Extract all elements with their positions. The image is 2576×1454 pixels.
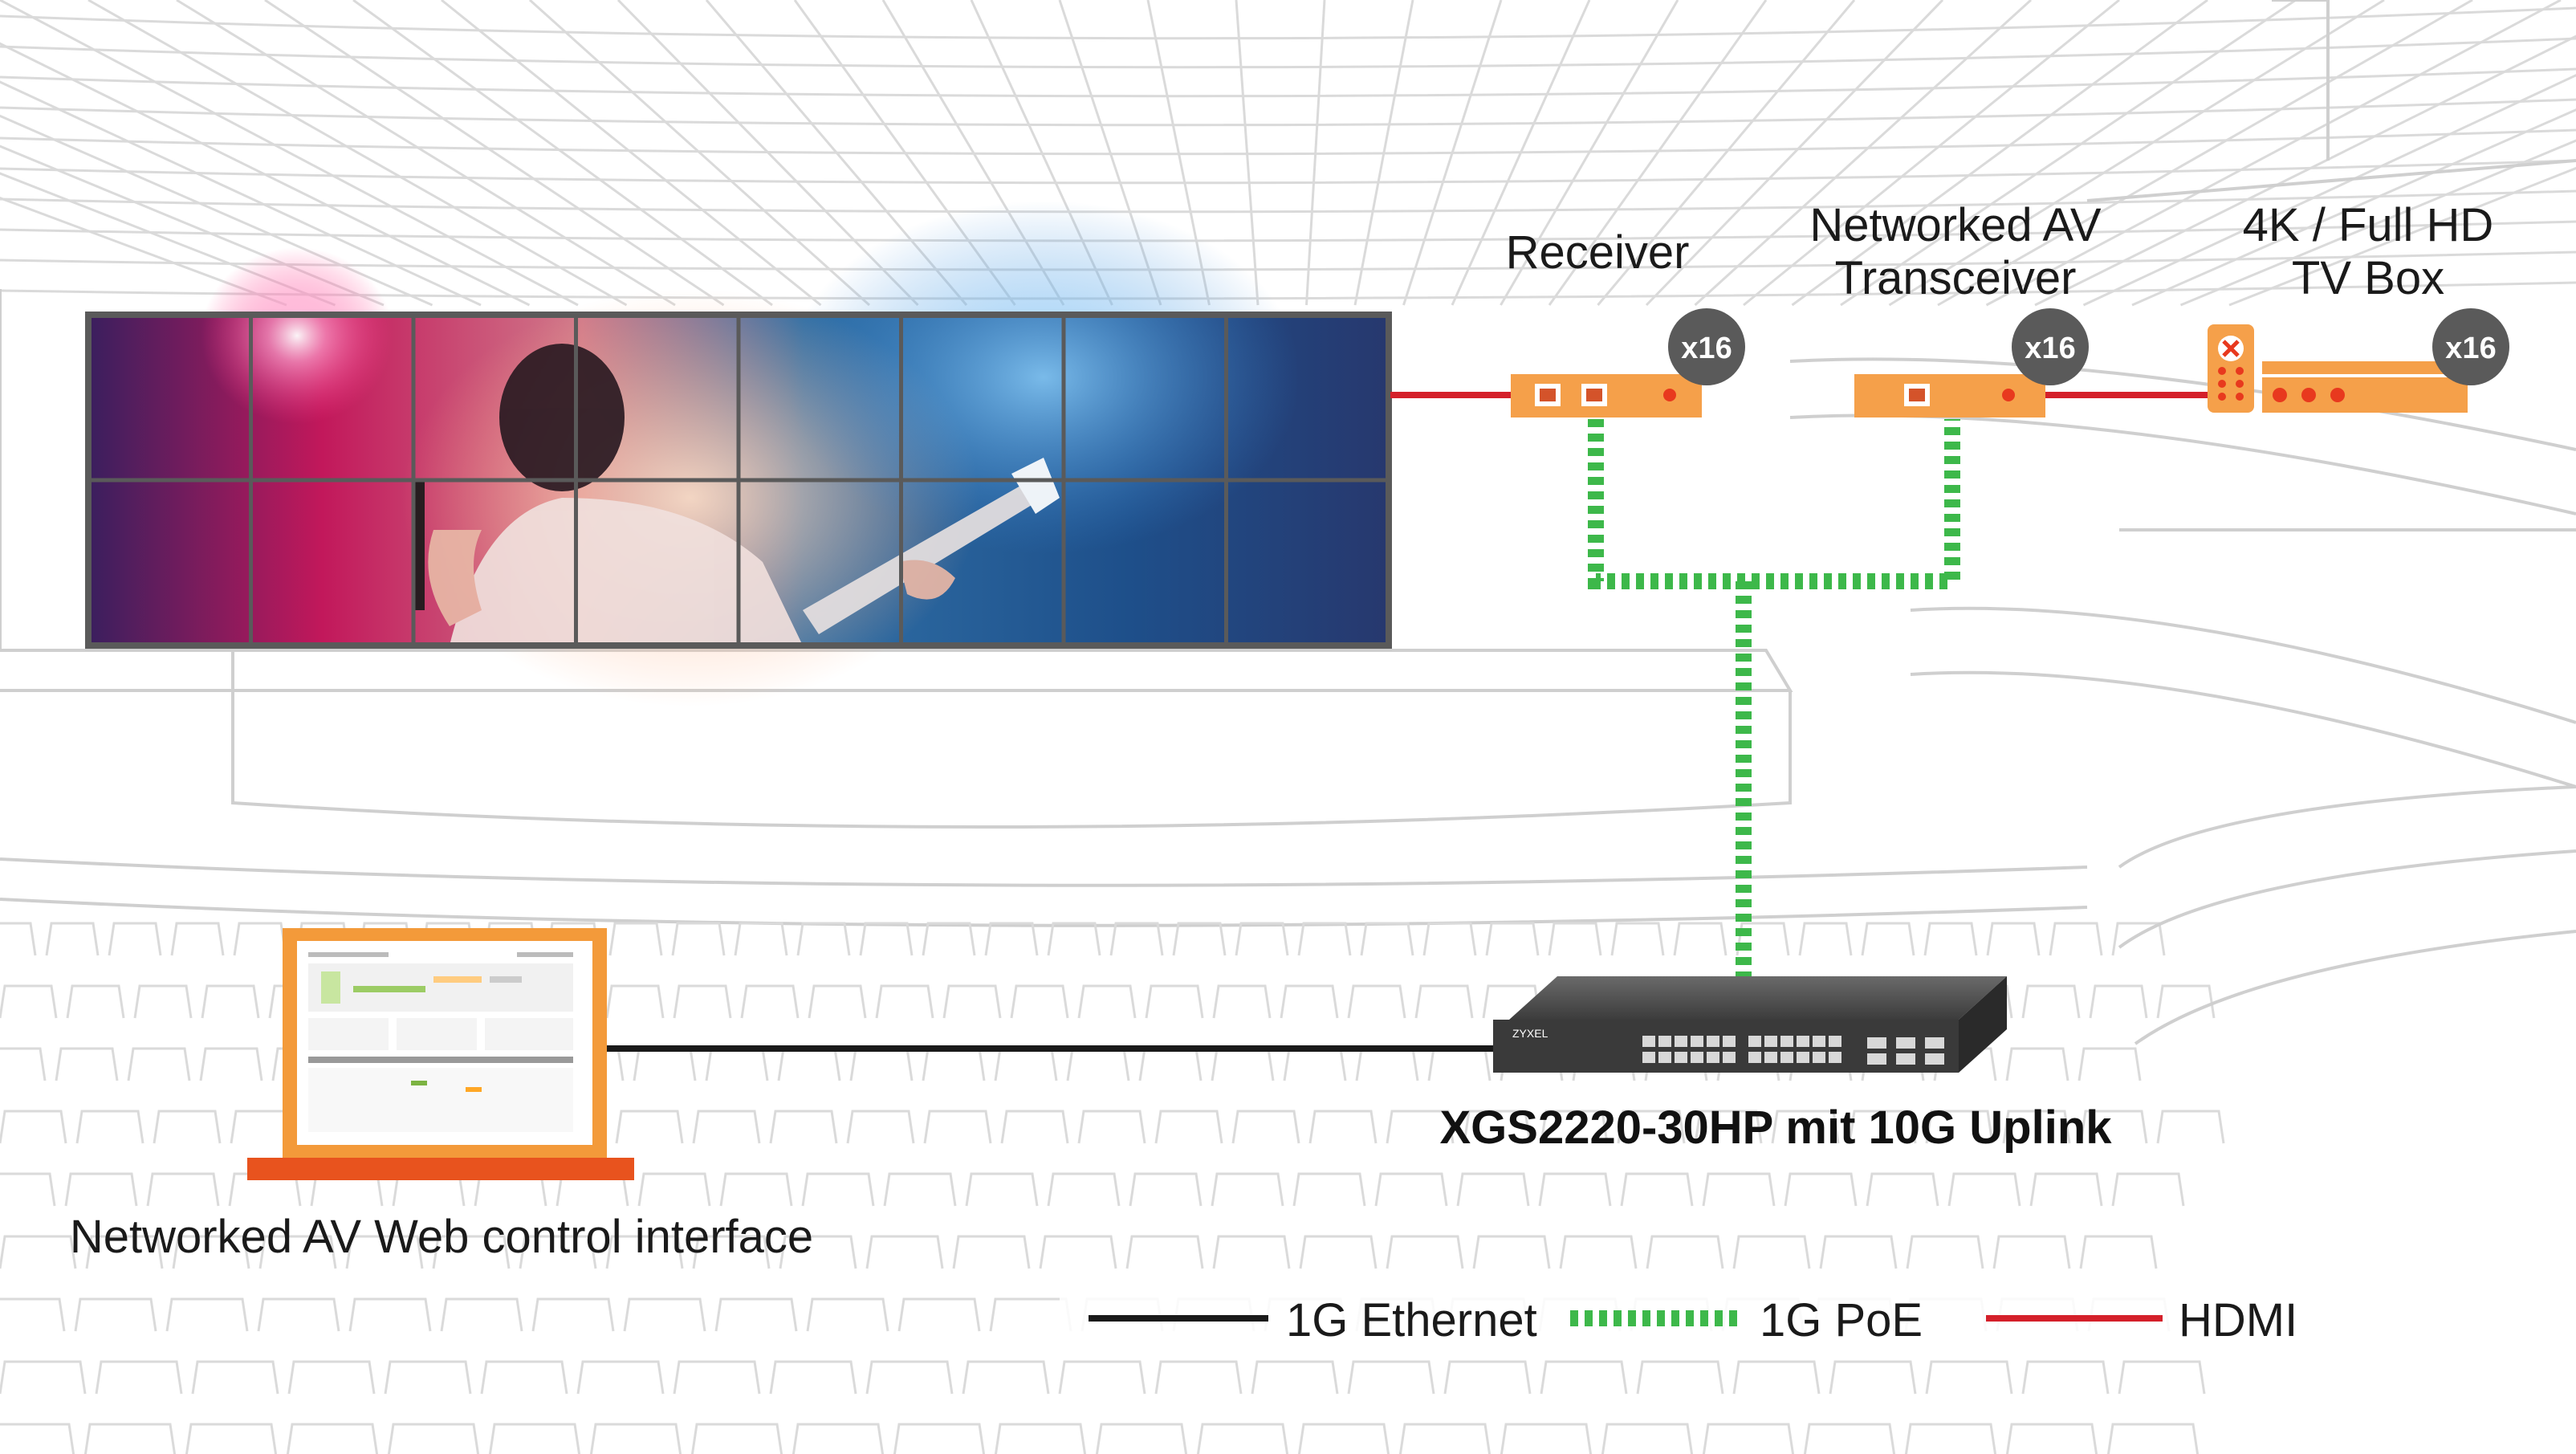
tvbox-label-line1: 4K / Full HD [2243, 199, 2494, 251]
ceiling-grid [0, 0, 2576, 307]
transceiver-count-badge [2012, 308, 2089, 385]
video-wall-bezels [88, 315, 1389, 646]
performer-figure [413, 344, 1060, 646]
switch-device[interactable]: ZYXEL XGS2220-30HP mit 10G Uplink [1439, 976, 2112, 1154]
laptop-label: Networked AV Web control interface [70, 1211, 813, 1263]
receiver-label: Receiver [1506, 226, 1690, 279]
legend-hdmi-label: HDMI [2179, 1294, 2297, 1346]
transceiver-label-line1: Networked AV [1809, 199, 2102, 251]
receiver-count-badge [1668, 308, 1745, 385]
transceiver-device[interactable]: x16 Networked AV Transceiver [1809, 199, 2102, 417]
switch-brand: ZYXEL [1512, 1027, 1548, 1040]
tvbox-label-line2: TV Box [2292, 252, 2444, 304]
poe-cable-receiver [1588, 419, 1960, 589]
tv-box-device[interactable]: x16 4K / Full HD TV Box [2208, 199, 2509, 413]
legend-poe-label: 1G PoE [1760, 1294, 1923, 1346]
tvbox-count-badge [2432, 308, 2509, 385]
cables [607, 392, 2208, 1052]
transceiver-label-line2: Transceiver [1835, 252, 2077, 304]
switch-label: XGS2220-30HP mit 10G Uplink [1439, 1102, 2112, 1154]
switch-ports [1642, 1036, 1944, 1065]
laptop-device[interactable]: Networked AV Web control interface [70, 928, 813, 1263]
legend: 1G Ethernet 1G PoE HDMI [1060, 1272, 2297, 1360]
web-control-screen [308, 952, 573, 1132]
receiver-count: x16 [1681, 332, 1732, 365]
video-wall [85, 201, 1392, 707]
transceiver-count: x16 [2025, 332, 2075, 365]
receiver-device[interactable]: x16 Receiver [1506, 226, 1745, 417]
tvbox-count: x16 [2445, 332, 2496, 365]
legend-ethernet-label: 1G Ethernet [1286, 1294, 1537, 1346]
